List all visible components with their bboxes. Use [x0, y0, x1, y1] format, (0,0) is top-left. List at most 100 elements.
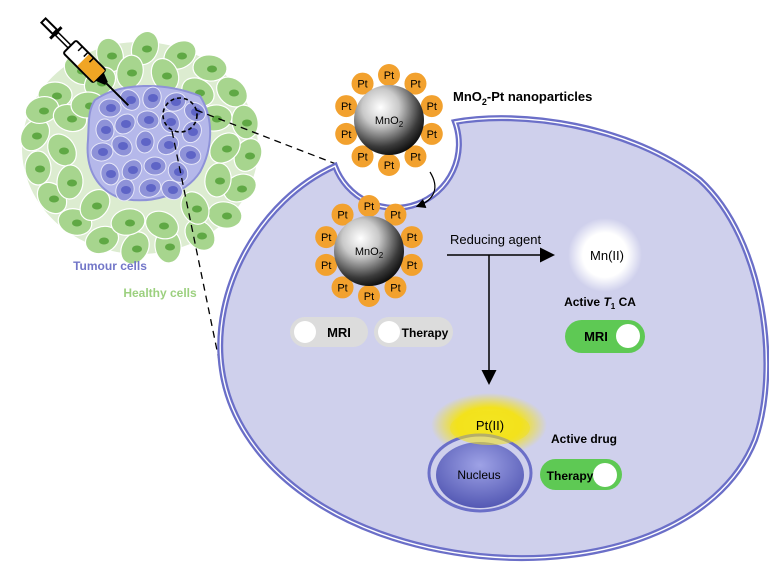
healthy-cell — [184, 219, 216, 251]
therapy-toggle-on-label: Therapy — [547, 469, 594, 483]
pt-particle: Pt — [378, 154, 400, 176]
pt-particle: Pt — [335, 122, 358, 145]
pt-particle: Pt — [400, 253, 423, 276]
cell-membrane-inner-line — [219, 117, 768, 559]
healthy-cell — [56, 164, 84, 200]
pt-label: Pt — [321, 260, 331, 272]
tumour-cell — [161, 179, 183, 201]
therapy-toggle-off-label: Therapy — [402, 326, 449, 340]
toggle-knob — [378, 321, 400, 343]
healthy-cell — [192, 54, 228, 82]
tumour-cell — [182, 120, 202, 144]
mri-toggle-off-label: MRI — [327, 325, 351, 340]
tumour-cell — [115, 178, 135, 202]
tumour-cell — [138, 178, 162, 198]
mn-ii-label: Mn(II) — [590, 248, 624, 263]
nucleus-label: Nucleus — [457, 468, 500, 482]
healthy-cell — [24, 96, 60, 124]
healthy-cell — [145, 210, 179, 240]
zoom-line-top — [195, 109, 337, 165]
healthy-cell — [130, 30, 160, 66]
pt-particle: Pt — [400, 226, 423, 249]
pt-label: Pt — [337, 210, 347, 222]
toggle-knob — [616, 324, 640, 348]
pt-particle: Pt — [315, 253, 338, 276]
pt-label: Pt — [407, 260, 417, 272]
pt-particle: Pt — [315, 226, 338, 249]
tumour-cell — [111, 135, 133, 157]
pt-particle: Pt — [351, 145, 374, 168]
active-t1-ca-label: Active T1 CA — [564, 295, 636, 311]
healthy-cell — [223, 173, 257, 203]
healthy-cell — [209, 132, 241, 164]
healthy-cell — [47, 133, 77, 167]
tumour-cell — [178, 145, 202, 165]
pt-label: Pt — [384, 70, 394, 82]
tumour-cells-label: Tumour cells — [73, 259, 147, 273]
pt-label: Pt — [390, 210, 400, 222]
pt-label: Pt — [321, 232, 331, 244]
pt-label: Pt — [390, 282, 400, 294]
tumour-cell — [160, 110, 180, 134]
pt-label: Pt — [337, 282, 347, 294]
healthy-cell — [24, 150, 52, 186]
tumour-cell — [119, 89, 141, 111]
pt-particle: Pt — [351, 72, 374, 95]
pt-particle: Pt — [384, 276, 407, 299]
mno2-label: MnO2 — [355, 246, 384, 260]
pt-particle: Pt — [335, 95, 358, 118]
healthy-cell — [110, 208, 146, 236]
tissue-cluster — [19, 30, 263, 265]
pt-label: Pt — [410, 151, 420, 163]
healthy-cell — [96, 37, 124, 73]
pt-label: Pt — [357, 151, 367, 163]
tumour-cell — [100, 162, 120, 186]
mno2-core — [354, 85, 424, 155]
tumour-cell — [95, 118, 115, 142]
therapy-toggle-off[interactable]: Therapy — [374, 317, 453, 347]
tumour-cell — [156, 134, 180, 156]
tumour-cell — [136, 110, 160, 130]
tumour-cell — [98, 98, 122, 118]
mri-toggle-off[interactable]: MRI — [290, 317, 368, 347]
pt-ii-label: Pt(II) — [476, 418, 504, 433]
healthy-cell — [233, 138, 263, 172]
mn-ii-glow — [568, 218, 642, 292]
tumour-cells — [86, 84, 212, 202]
zoom-line-bottom — [171, 130, 220, 361]
zoom-circle — [162, 97, 198, 133]
healthy-cell — [207, 201, 243, 229]
pt-label: Pt — [410, 79, 420, 91]
pt-label: Pt — [357, 79, 367, 91]
reducing-agent-label: Reducing agent — [450, 232, 541, 247]
pt-label: Pt — [364, 291, 374, 303]
tumour-cell — [135, 130, 155, 154]
tumour-cell — [114, 113, 136, 135]
tumour-cell — [90, 142, 114, 162]
pt-particle: Pt — [404, 145, 427, 168]
pt-label: Pt — [427, 101, 437, 113]
tumour-cell — [143, 156, 167, 176]
pt-label: Pt — [384, 160, 394, 172]
healthy-cell — [180, 191, 210, 225]
pt-particle: Pt — [378, 64, 400, 86]
healthy-cells-label: Healthy cells — [123, 286, 197, 300]
active-drug-label: Active drug — [551, 432, 617, 446]
pt-particle: Pt — [384, 203, 407, 226]
healthy-cell — [120, 231, 150, 265]
therapy-toggle-on[interactable]: Therapy — [540, 459, 622, 490]
pt-particle: Pt — [331, 276, 354, 299]
healthy-cell — [216, 76, 248, 108]
pt-label: Pt — [407, 232, 417, 244]
mno2-label: MnO2 — [375, 115, 404, 129]
pt-particle: Pt — [358, 195, 380, 217]
mri-toggle-on[interactable]: MRI — [565, 320, 645, 353]
nucleus — [427, 433, 533, 513]
nanoparticles-title: MnO2-Pt nanoparticles — [453, 89, 592, 107]
tumour-cell — [184, 101, 206, 123]
pt-particle: Pt — [331, 203, 354, 226]
